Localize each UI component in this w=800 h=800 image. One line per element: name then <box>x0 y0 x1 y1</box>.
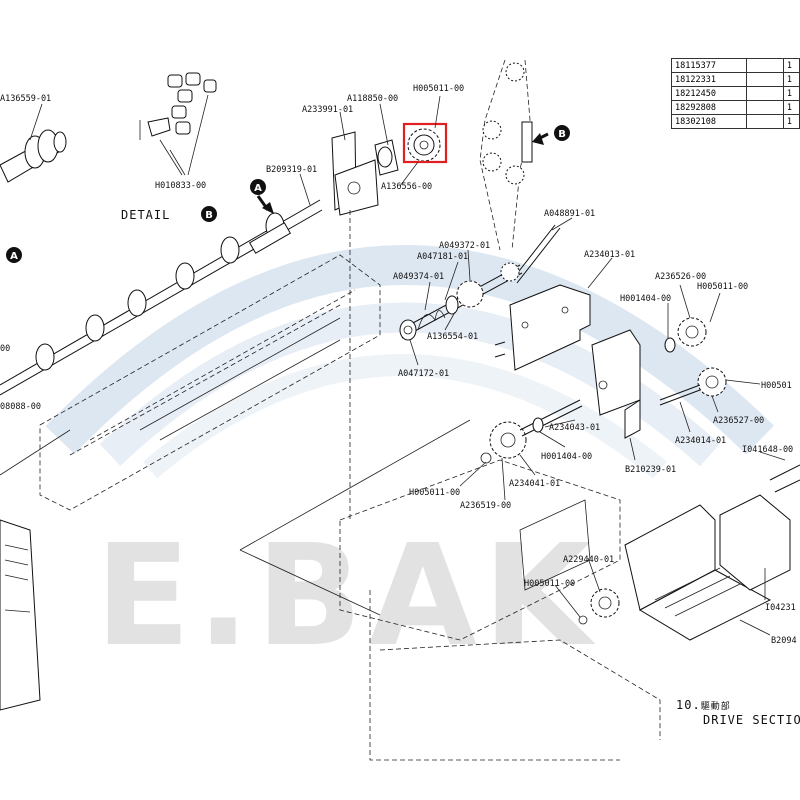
part-label: A136556-00 <box>381 182 432 192</box>
motor-assembly <box>624 464 800 641</box>
part-label: A049374-01 <box>393 272 444 282</box>
part-label: A234043-01 <box>549 423 600 433</box>
part-label: 00 <box>0 344 10 354</box>
part-label: B210239-01 <box>625 465 676 475</box>
lower-frame <box>239 419 661 761</box>
part-label: A136554-01 <box>427 332 478 342</box>
part-label: A236519-00 <box>460 501 511 511</box>
part-label: I041648-00 <box>742 445 793 455</box>
highlighted-gear <box>402 122 448 164</box>
detail-label: DETAIL <box>121 208 170 222</box>
arrow-b <box>532 132 549 145</box>
part-label: H00501 <box>761 381 792 391</box>
chain-loop <box>479 59 533 251</box>
roller-top-left <box>0 129 67 183</box>
part-label: A136559-01 <box>0 94 51 104</box>
svg-text:A: A <box>10 251 18 262</box>
machine-left <box>0 429 71 711</box>
part-label: B209319-01 <box>266 165 317 175</box>
part-label: A047172-01 <box>398 369 449 379</box>
part-label: A049372-01 <box>439 241 490 251</box>
svg-text:B: B <box>205 210 213 221</box>
arrow-a <box>256 195 274 214</box>
part-label: H001404-00 <box>620 294 671 304</box>
section-title: DRIVE SECTION <box>703 713 800 727</box>
part-label: A236526-00 <box>655 272 706 282</box>
watermark-text: E.BAK <box>95 515 598 678</box>
right-gears <box>659 317 727 406</box>
part-label: A229440-01 <box>563 555 614 565</box>
right-plate <box>494 284 591 371</box>
part-label: A233991-01 <box>302 105 353 115</box>
callout-a-top: A <box>250 179 266 195</box>
callout-b-detail: B <box>201 206 217 222</box>
part-label: H005011-00 <box>524 579 575 589</box>
part-label: H005011-00 <box>409 488 460 498</box>
part-label: H005011-00 <box>697 282 748 292</box>
part-label: A118850-00 <box>347 94 398 104</box>
part-label: A234014-01 <box>675 436 726 446</box>
part-label: 08088-00 <box>0 402 41 412</box>
part-label: A047181-01 <box>417 252 468 262</box>
plate-a234014 <box>591 329 641 439</box>
part-label: H005011-00 <box>413 84 464 94</box>
frame-dashed <box>39 210 381 520</box>
center-gear-assembly <box>399 262 523 341</box>
part-label: A234013-01 <box>584 250 635 260</box>
bracket-center <box>331 131 399 216</box>
part-label: A234041-01 <box>509 479 560 489</box>
part-label: A236527-00 <box>713 416 764 426</box>
drive-shaft <box>0 199 323 396</box>
part-label: I04231 <box>765 603 796 613</box>
chain-detail <box>139 72 217 176</box>
section-number: 10.驅動部 <box>676 698 731 712</box>
svg-text:A: A <box>254 183 262 194</box>
part-label: A048891-01 <box>544 209 595 219</box>
part-label: H010833-00 <box>155 181 206 191</box>
part-label: H001404-00 <box>541 452 592 462</box>
callout-b-top: B <box>554 125 570 141</box>
leader-lines <box>29 95 786 636</box>
part-label: B2094 <box>771 636 797 646</box>
svg-text:B: B <box>558 129 566 140</box>
shaft-a048891 <box>511 224 556 281</box>
lower-gears <box>480 399 583 464</box>
callout-a-left: A <box>6 247 22 263</box>
